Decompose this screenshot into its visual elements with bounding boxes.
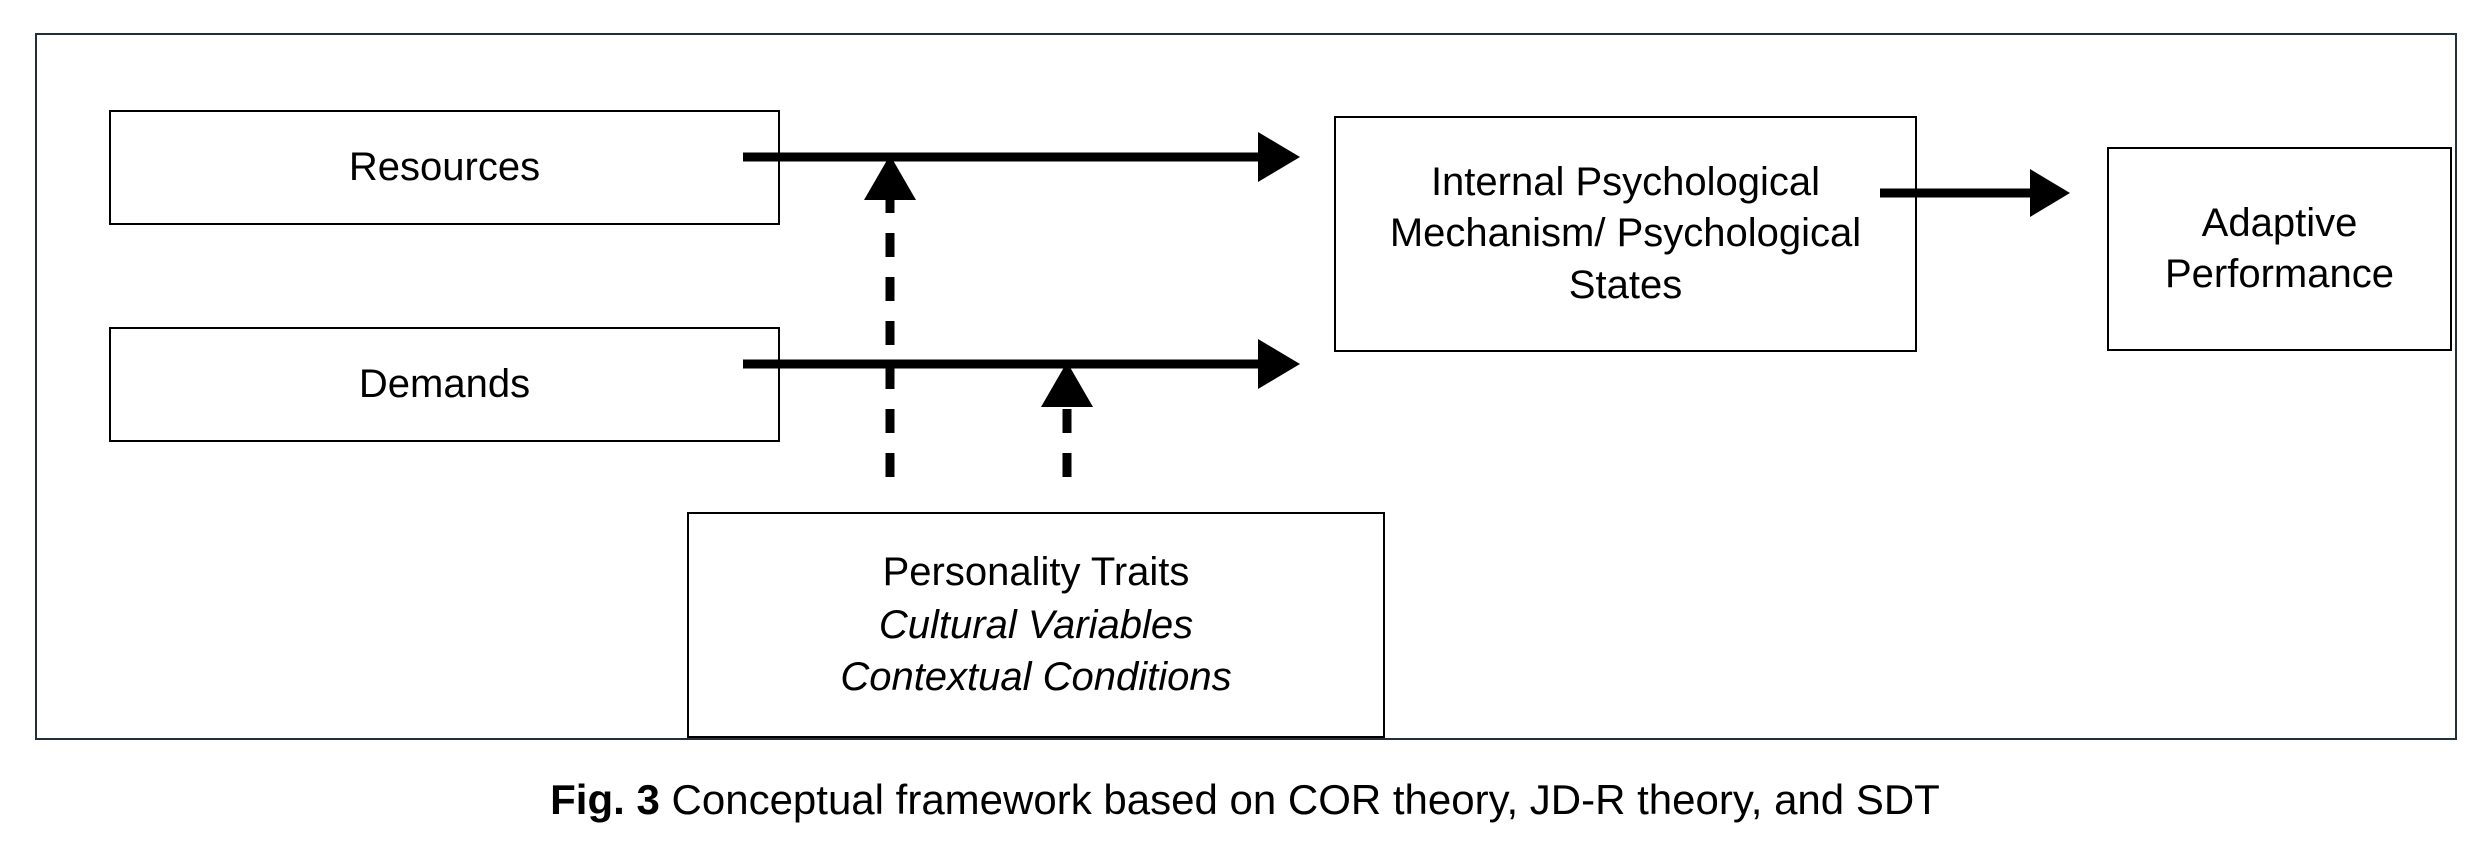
figure-caption-label: Fig. 3 — [550, 776, 660, 823]
figure-caption: Fig. 3 Conceptual framework based on COR… — [0, 776, 2490, 824]
diagram-frame: Resources Demands Internal Psychological… — [35, 33, 2457, 740]
node-adaptive-performance: Adaptive Performance — [2107, 147, 2452, 351]
moderator-line-cultural-variables: Cultural Variables — [878, 602, 1194, 647]
node-resources: Resources — [109, 110, 780, 225]
node-moderators: Personality Traits Cultural Variables Co… — [687, 512, 1385, 738]
node-moderators-lines: Personality Traits Cultural Variables Co… — [689, 546, 1383, 704]
moderator-line-contextual-conditions: Contextual Conditions — [840, 655, 1232, 700]
moderator-line-personality-traits: Personality Traits — [882, 549, 1190, 594]
node-resources-label: Resources — [348, 144, 541, 189]
node-demands: Demands — [109, 327, 780, 442]
figure-caption-text: Conceptual framework based on COR theory… — [671, 776, 1940, 823]
node-adaptive-label: Adaptive Performance — [2165, 200, 2394, 296]
node-internal-psychological-mechanism: Internal Psychological Mechanism/ Psycho… — [1334, 116, 1917, 352]
node-mechanism-label: Internal Psychological Mechanism/ Psycho… — [1389, 160, 1862, 307]
node-demands-label: Demands — [358, 361, 531, 406]
